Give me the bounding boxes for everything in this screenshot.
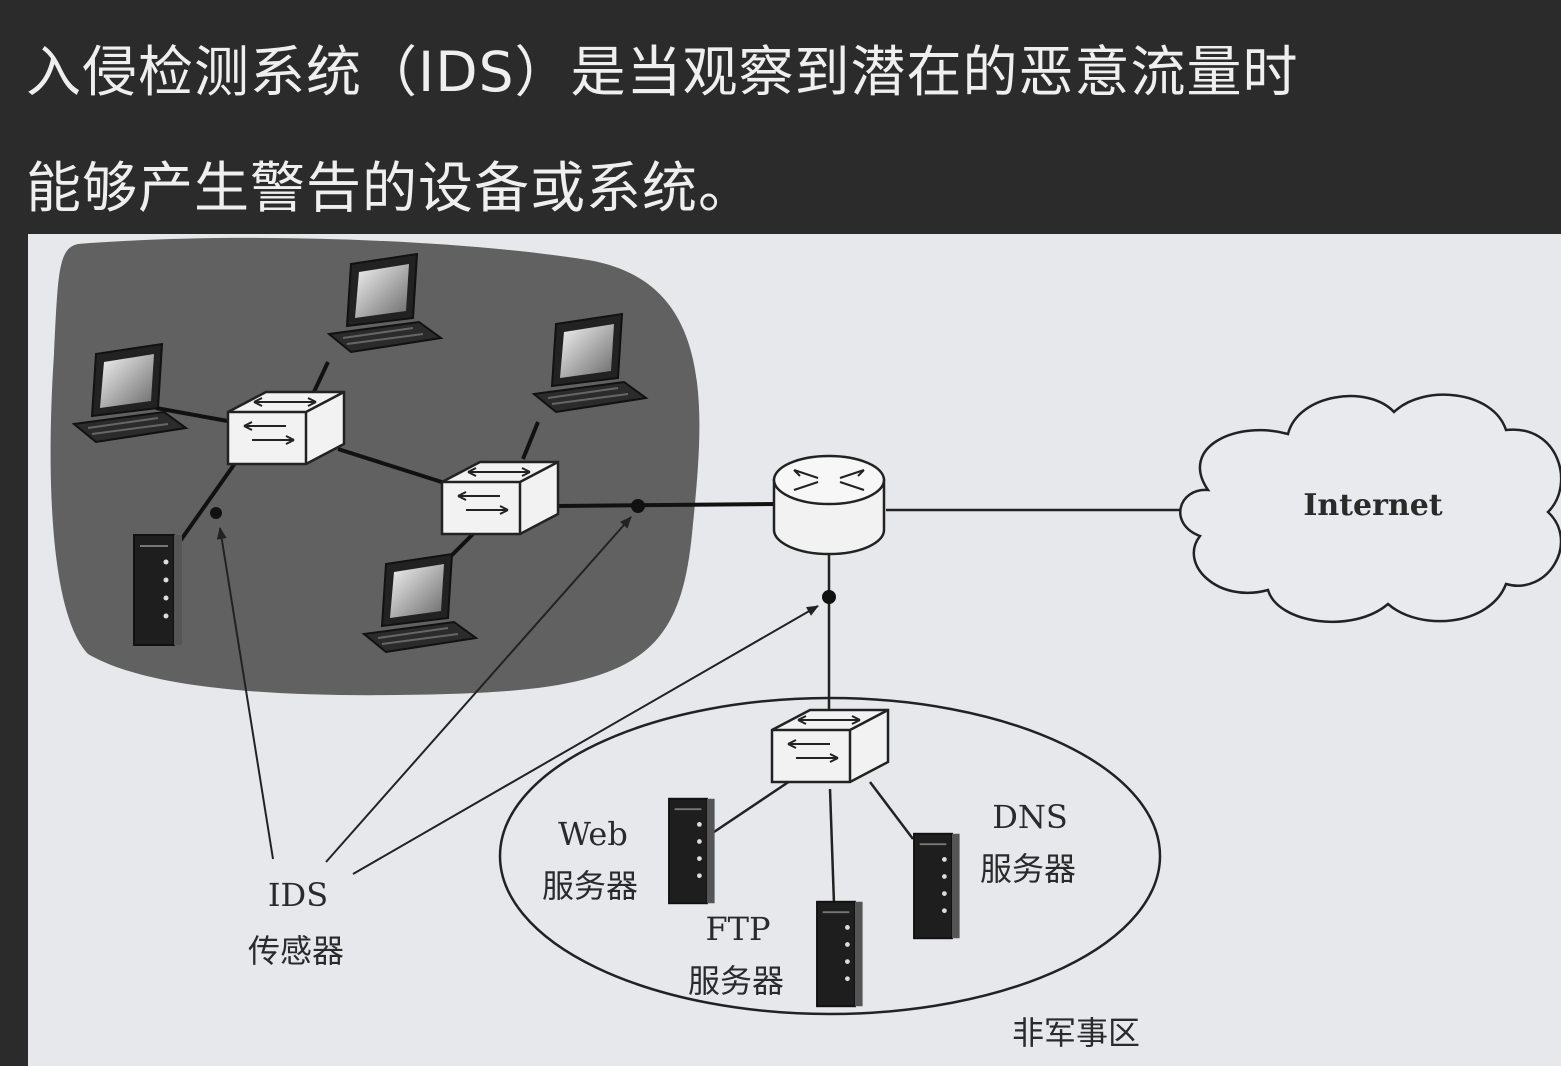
ids-label: IDS: [268, 876, 328, 914]
dns-server-icon: [913, 832, 961, 940]
dns-server-label: 服务器: [980, 850, 1076, 888]
internal-network-area: [50, 237, 700, 696]
switch-icon: [226, 390, 346, 466]
internet-label: Internet: [1303, 488, 1442, 523]
internal-links: [155, 361, 540, 561]
dns-label: DNS: [992, 798, 1068, 836]
slide-title: 入侵检测系统（IDS）是当观察到潜在的恶意流量时 能够产生警告的设备或系统。: [26, 14, 1556, 246]
internal-server-icon: [133, 534, 183, 646]
router-icon: [772, 454, 886, 556]
web-label: Web: [558, 815, 628, 853]
switch-icon: [440, 460, 560, 536]
dmz-boundary: [498, 696, 1162, 1016]
internet-cloud-icon: [1179, 393, 1561, 624]
ftp-server-label: 服务器: [688, 962, 784, 1000]
web-server-label: 服务器: [542, 867, 638, 905]
ids-sensor-label: 传感器: [248, 932, 344, 970]
web-server-icon: [668, 797, 716, 905]
sensor-tap-point: [210, 507, 222, 519]
sensor-tap-point: [822, 590, 836, 604]
dmz-links: [707, 777, 914, 905]
dmz-switch-icon: [770, 708, 890, 784]
ids-arrows: [216, 516, 819, 875]
title-line-2: 能够产生警告的设备或系统。: [26, 156, 755, 220]
title-line-1: 入侵检测系统（IDS）是当观察到潜在的恶意流量时: [26, 40, 1299, 104]
network-diagram: Internet IDS 传感器 Web 服务器 DNS 服务器 FTP 服务器…: [28, 234, 1561, 1066]
sensor-tap-point: [631, 499, 645, 513]
ftp-server-icon: [816, 900, 864, 1008]
dmz-label: 非军事区: [1012, 1014, 1140, 1052]
ftp-label: FTP: [705, 910, 770, 948]
